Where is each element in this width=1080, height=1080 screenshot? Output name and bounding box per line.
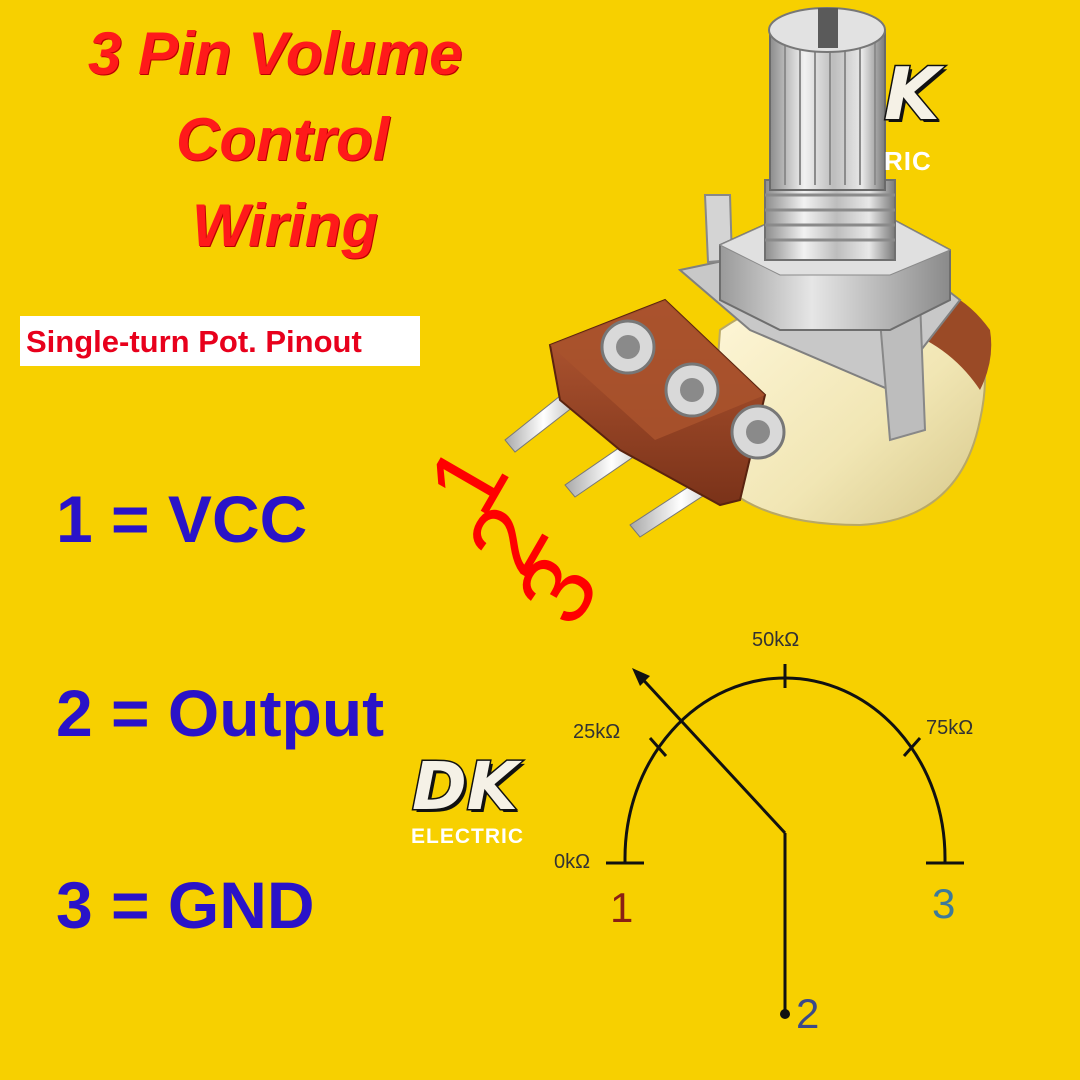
wiper-arm (634, 670, 787, 835)
label-75k: 75kΩ (926, 717, 973, 739)
terminal-2-label: 2 (796, 990, 819, 1037)
logo-brand: DK (411, 748, 520, 825)
title-line-2: Control (176, 106, 390, 173)
tick-25k (648, 737, 668, 757)
terminal-1-label: 1 (610, 884, 633, 931)
pinout-vcc: 1 = VCC (56, 482, 308, 556)
title-line-1: 3 Pin Volume (88, 20, 463, 87)
label-25k: 25kΩ (573, 721, 620, 743)
wiper-arrow-icon (632, 668, 650, 686)
subtitle-box: Single-turn Pot. Pinout (20, 316, 420, 366)
logo-partial-tagline: RIC (884, 146, 932, 176)
potentiometer-schematic: 50kΩ 25kΩ 75kΩ 0kΩ 1 3 2 (554, 629, 973, 1037)
label-0k: 0kΩ (554, 851, 590, 873)
subtitle: Single-turn Pot. Pinout (26, 324, 362, 359)
tick-75k (902, 737, 922, 757)
logo-tagline: ELECTRIC (411, 825, 524, 848)
terminal-3-label: 3 (932, 880, 955, 927)
potentiometer-photo (504, 7, 992, 538)
title-line-3: Wiring (192, 192, 379, 259)
pinout-gnd: 3 = GND (56, 868, 315, 942)
label-50k: 50kΩ (752, 629, 799, 651)
pinout-output: 2 = Output (56, 676, 385, 750)
terminal-2-dot (780, 1009, 790, 1019)
logo-partial-k: K (883, 52, 942, 136)
